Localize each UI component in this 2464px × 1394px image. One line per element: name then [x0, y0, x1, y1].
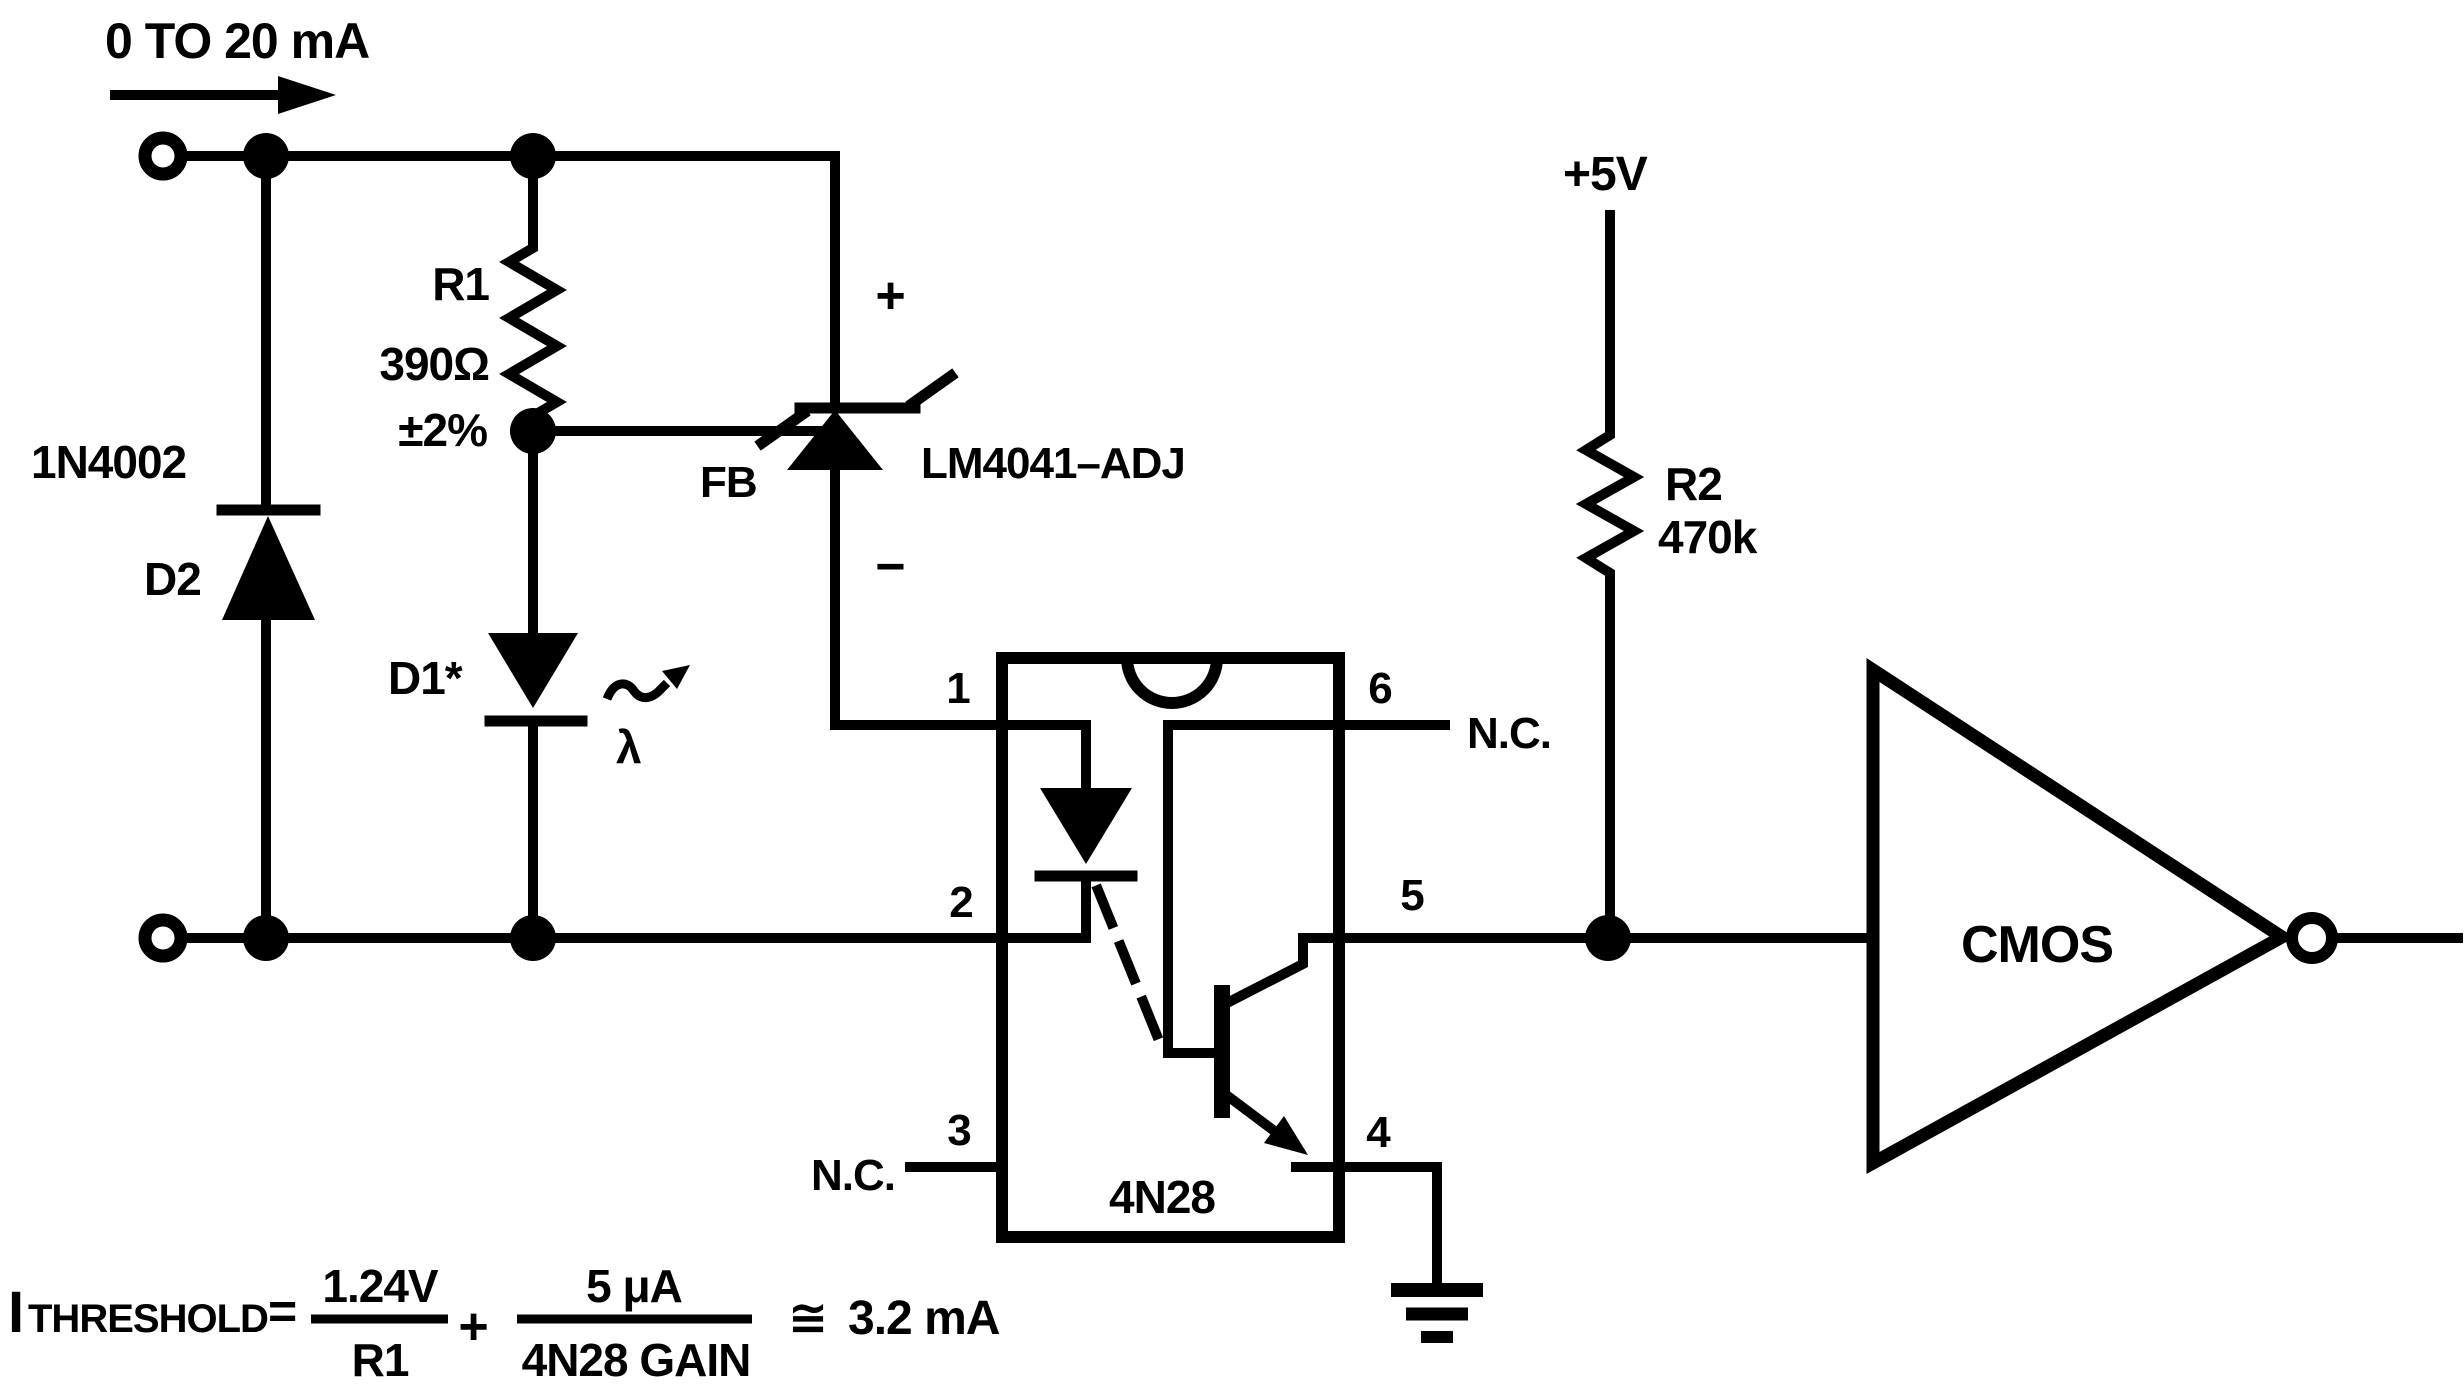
pin3-label: 3 [947, 1106, 970, 1155]
formula-frac1-numerator: 1.24V [322, 1260, 439, 1312]
lm4041-adjust-tick-left [754, 406, 811, 451]
pin2-label: 2 [949, 878, 972, 927]
cmos-inversion-bubble-icon [2286, 912, 2338, 964]
d2-branch: 1N4002 D2 [31, 151, 321, 943]
current-arrow-head-icon [278, 76, 336, 114]
supply-label: +5V [1563, 148, 1648, 201]
formula-result: 3.2 mA [848, 1292, 1000, 1345]
lm4041-plus-label: + [875, 267, 904, 325]
opto-pin1-notch-icon [1121, 657, 1223, 709]
junction-dot [510, 133, 556, 179]
formula-frac1-denominator: R1 [352, 1334, 409, 1386]
input-terminal-top-icon [138, 131, 188, 181]
pin1-label: 1 [946, 664, 970, 713]
fb-pin-label: FB [700, 458, 757, 507]
threshold-formula: I THRESHOLD = 1.24V R1 + 5 μA 4N28 GAIN … [8, 1260, 1001, 1386]
cmos-inverter: CMOS [1866, 657, 2463, 1175]
junction-dot [510, 915, 556, 961]
r1-tolerance-label: ±2% [398, 404, 487, 456]
input-terminal-bottom-icon [138, 913, 188, 963]
formula-approx: ≅ [788, 1292, 827, 1345]
nc-pin3-label: N.C. [811, 1151, 895, 1200]
light-emission-arrow-head-icon [662, 665, 690, 689]
formula-frac2-numerator: 5 μA [586, 1260, 682, 1312]
r1-value-label: 390Ω [379, 338, 489, 390]
cmos-gate-label: CMOS [1961, 916, 2113, 974]
junction-dot [1585, 915, 1631, 961]
junction-dot [243, 915, 289, 961]
pin6-label: 6 [1368, 664, 1391, 713]
formula-current-subscript: THRESHOLD [28, 1297, 268, 1341]
pin4-ground-wire [1291, 1162, 1442, 1289]
formula-equals: = [268, 1283, 296, 1339]
d1-led-branch: D1* λ [388, 426, 690, 943]
junction-dot [510, 408, 556, 454]
r2-pullup-branch: +5V R2 470k [1563, 148, 1759, 943]
opto-part-label: 4N28 [1109, 1171, 1215, 1223]
lm4041-adjust-tick-right [905, 368, 959, 411]
d2-part-label: 1N4002 [31, 436, 186, 488]
optocoupler-4n28: 1 2 3 4 5 6 N.C. N.C. 4N28 [811, 652, 1878, 1289]
lm4041-shunt-regulator: + − FB LM4041–ADJ [528, 151, 1186, 793]
cmos-gate-icon [1866, 657, 2295, 1175]
ground-symbol [1391, 1283, 1483, 1343]
formula-plus: + [458, 1298, 487, 1356]
opto-base-wire [1163, 720, 1220, 1058]
d2-ref-label: D2 [144, 553, 201, 605]
r1-ref-label: R1 [432, 258, 489, 310]
formula-current-symbol: I [8, 1280, 23, 1345]
opto-emitter-arrow-icon [1264, 1116, 1308, 1155]
d2-diode-icon [222, 516, 315, 620]
light-emission-arrow-icon [602, 679, 671, 702]
d1-led-icon [488, 633, 578, 708]
input-rails [138, 131, 1091, 963]
r2-value-label: 470k [1658, 511, 1758, 563]
nc-pin6-label: N.C. [1467, 709, 1551, 758]
lm4041-minus-label: − [875, 538, 904, 596]
r1-resistor-icon [499, 151, 567, 436]
opto-coupling-dashed-line [1091, 883, 1169, 1055]
d1-ref-label: D1* [388, 652, 463, 704]
pin5-label: 5 [1400, 871, 1424, 920]
opto-collector-wire [1222, 933, 1308, 1009]
pin4-label: 4 [1366, 1108, 1391, 1157]
r1-branch: R1 390Ω ±2% [379, 151, 567, 456]
opto-package-outline [996, 652, 1345, 1243]
opto-led-icon [1040, 788, 1132, 864]
formula-frac2-denominator: 4N28 GAIN [522, 1334, 751, 1386]
lm4041-part-label: LM4041–ADJ [921, 439, 1185, 488]
input-current-label: 0 TO 20 mA [105, 13, 369, 69]
input-current-annotation: 0 TO 20 mA [105, 13, 370, 114]
lm4041-anode-to-pin1-wire [830, 465, 1091, 793]
r2-ref-label: R2 [1665, 458, 1722, 510]
lambda-label: λ [616, 721, 641, 773]
junction-dot [243, 133, 289, 179]
junction-dots [243, 133, 1631, 961]
lm4041-diode-icon [787, 410, 883, 470]
r2-resistor-icon [1575, 210, 1645, 943]
